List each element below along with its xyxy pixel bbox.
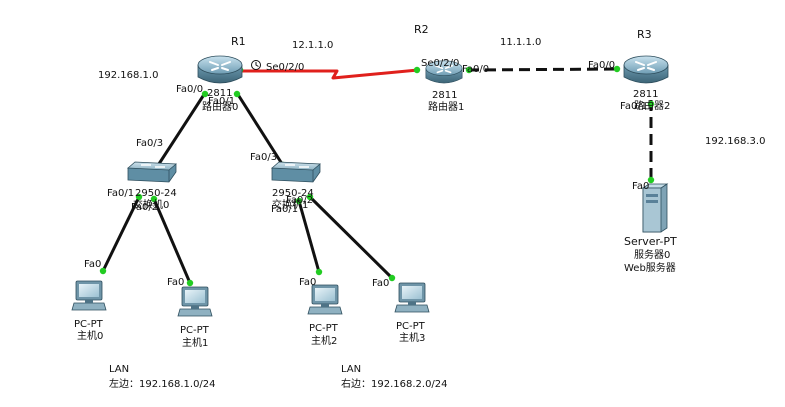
port-sw0-fa1: Fa0/1	[107, 188, 134, 199]
pc-host1[interactable]	[177, 286, 213, 317]
pc-host0-name: 主机0	[77, 329, 103, 342]
server-name: 服务器0	[634, 248, 670, 261]
server-model: Server-PT	[624, 235, 677, 248]
switch-sw0-caption: 交换机0	[133, 198, 169, 211]
port-pc2: Fa0	[299, 277, 316, 288]
pc-host1-model: PC-PT	[180, 325, 210, 336]
pc-host2-model: PC-PT	[309, 323, 339, 334]
note-right-title: LAN	[341, 364, 361, 375]
router-r2-model: 2811	[432, 90, 457, 101]
switch-sw0[interactable]	[127, 161, 177, 183]
port-pc1: Fa0	[167, 277, 184, 288]
router-r1-model: 2811	[207, 88, 232, 99]
port-sw0-fa2: Fa0/2	[131, 202, 158, 213]
switch-sw1-model: 2950-24	[272, 188, 314, 199]
port-sw1-fa2: Fa0/2	[286, 195, 313, 206]
clock-icon	[251, 60, 261, 70]
pc-host2[interactable]	[307, 284, 343, 315]
port-r2-se: Se0/2/0	[421, 58, 459, 69]
ethernet-link-sw1-pc3	[308, 195, 394, 280]
ethernet-link-sw0-pc0	[101, 196, 141, 272]
router-r1-caption: 路由器0	[202, 100, 238, 113]
port-r1-se: Se0/2/0	[266, 62, 304, 73]
port-pc0: Fa0	[84, 259, 101, 270]
serial-link-r1-r2	[239, 68, 419, 80]
router-r1[interactable]	[197, 55, 243, 84]
pc-host0[interactable]	[71, 280, 107, 311]
pc-host1-name: 主机1	[182, 336, 208, 349]
ethernet-link-r1-sw0	[153, 92, 207, 171]
note-left-text: 左边：192.168.1.0/24	[109, 377, 216, 390]
pc-host0-model: PC-PT	[74, 319, 104, 330]
router-r1-name: R1	[231, 35, 246, 48]
port-r3-fa0: Fa0/0	[588, 60, 615, 71]
port-sw0-fa3: Fa0/3	[136, 138, 163, 149]
port-sw1-fa3: Fa0/3	[250, 152, 277, 163]
network-r1-r2: 12.1.1.0	[292, 40, 333, 51]
port-pc3: Fa0	[372, 278, 389, 289]
ethernet-link-sw0-pc1	[152, 198, 192, 284]
network-r2-r3: 11.1.1.0	[500, 37, 541, 48]
ethernet-link-sw1-pc2	[297, 200, 321, 273]
ethernet-link-r1-sw1	[235, 92, 286, 168]
router-r2-name: R2	[414, 23, 429, 36]
port-r1-fa0: Fa0/0	[176, 84, 203, 95]
port-r2-fa: Fa0/0	[462, 64, 489, 75]
router-r3-name: R3	[637, 28, 652, 41]
port-r1-fa1: Fa0/1	[208, 96, 235, 107]
link-status-dots	[99, 65, 655, 287]
port-sw1-fa1: Fa0/1	[271, 204, 298, 215]
ethernet-link-r2-r3	[467, 67, 619, 72]
server-role: Web服务器	[624, 261, 676, 274]
pc-host3[interactable]	[394, 282, 430, 313]
port-r3-fa1: Fa0/1	[620, 101, 647, 112]
network-lan-server: 192.168.3.0	[705, 136, 765, 147]
network-lan-left: 192.168.1.0	[98, 70, 158, 81]
switch-sw1-caption: 交换机1	[272, 198, 308, 211]
port-server: Fa0	[632, 181, 649, 192]
pc-host2-name: 主机2	[311, 334, 337, 347]
router-r3[interactable]	[623, 55, 669, 84]
switch-sw1[interactable]	[271, 161, 321, 183]
switch-sw0-model: 2950-24	[135, 188, 177, 199]
router-r3-model: 2811	[633, 89, 658, 100]
note-right-text: 右边：192.168.2.0/24	[341, 377, 448, 390]
note-left-title: LAN	[109, 364, 129, 375]
router-r3-caption: 路由器2	[634, 99, 670, 112]
pc-host3-name: 主机3	[399, 331, 425, 344]
router-r2-caption: 路由器1	[428, 100, 464, 113]
pc-host3-model: PC-PT	[396, 321, 426, 332]
